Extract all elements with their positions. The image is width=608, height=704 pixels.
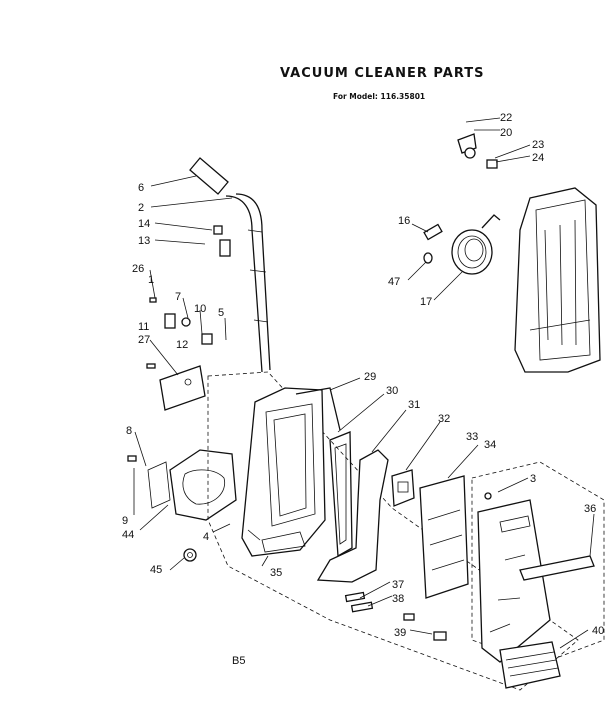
- part-16-plug: [423, 223, 443, 241]
- label-32: 32: [438, 413, 450, 425]
- part-47-knob: [423, 252, 433, 264]
- diagram-title: VACUUM CLEANER PARTS: [280, 66, 484, 81]
- label-23: 23: [532, 139, 544, 151]
- label-7: 7: [175, 291, 181, 303]
- label-20: 20: [500, 127, 512, 139]
- label-22: 22: [500, 112, 512, 124]
- hose-assembly: [514, 187, 601, 373]
- label-29: 29: [364, 371, 376, 383]
- label-38: 38: [392, 593, 404, 605]
- part-31-duct: [316, 449, 389, 583]
- part-number-labels: 6 2 14 13 26 1 7 10 5 11 27 12 8 9 44 4 …: [122, 112, 604, 667]
- label-27: 27: [138, 334, 150, 346]
- label-10: 10: [194, 303, 206, 315]
- label-34: 34: [484, 439, 496, 451]
- motor-housing: [127, 449, 237, 562]
- label-47: 47: [388, 276, 400, 288]
- part-36-latch: [519, 555, 595, 581]
- part-40-grille: [499, 641, 561, 689]
- label-9: 9: [122, 515, 128, 527]
- label-37: 37: [392, 579, 404, 591]
- cord-coil: [451, 214, 501, 275]
- label-16: 16: [398, 215, 410, 227]
- label-11: 11: [138, 321, 149, 333]
- label-14: 14: [138, 218, 150, 230]
- label-39: 39: [394, 627, 406, 639]
- label-17: 17: [420, 296, 432, 308]
- label-33: 33: [466, 431, 478, 443]
- label-35: 35: [270, 567, 282, 579]
- part-32-bracket: [391, 469, 415, 507]
- part-23-clip: [486, 159, 498, 169]
- label-36: 36: [584, 503, 596, 515]
- label-13: 13: [138, 235, 150, 247]
- label-45: 45: [150, 564, 162, 576]
- seal-parts: [295, 387, 353, 558]
- small-parts-bottom: [344, 591, 447, 641]
- label-12: 12: [176, 339, 188, 351]
- model-line: For Model: 116.35801: [333, 92, 425, 101]
- label-2: 2: [138, 202, 144, 214]
- label-3: 3: [530, 473, 536, 485]
- label-30: 30: [386, 385, 398, 397]
- label-1: 1: [148, 274, 154, 286]
- footer-code: B5: [232, 655, 245, 667]
- label-24: 24: [532, 152, 544, 164]
- main-body: [241, 387, 326, 557]
- label-5: 5: [218, 307, 224, 319]
- label-8: 8: [126, 425, 132, 437]
- handle-assembly: [189, 157, 271, 373]
- hardware-left: [146, 297, 213, 411]
- label-6: 6: [138, 182, 144, 194]
- label-31: 31: [408, 399, 420, 411]
- label-40: 40: [592, 625, 604, 637]
- label-4: 4: [203, 531, 209, 543]
- label-44: 44: [122, 529, 134, 541]
- part-35-panel: [477, 492, 551, 663]
- part-33-bag: [419, 475, 469, 599]
- label-26: 26: [132, 263, 144, 275]
- part-22-bracket: [457, 133, 477, 159]
- leader-lines: [133, 117, 595, 649]
